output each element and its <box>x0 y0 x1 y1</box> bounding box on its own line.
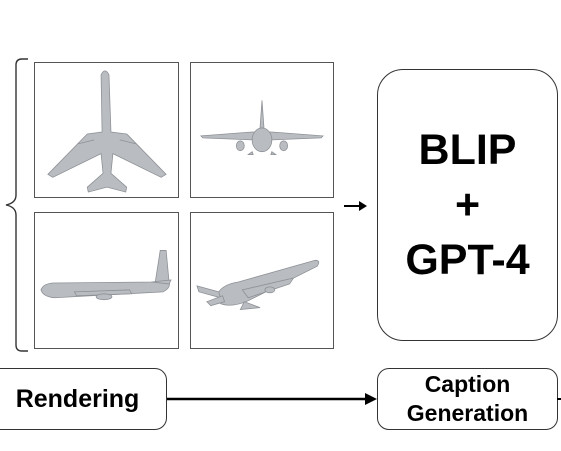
arrow-rendering-to-caption <box>167 393 377 405</box>
stage-rendering: Rendering <box>0 368 167 430</box>
rendered-view-front <box>190 62 334 198</box>
rendered-view-side <box>34 212 179 349</box>
model-box: BLIP + GPT-4 <box>377 69 558 341</box>
airplane-top-view-icon <box>47 70 167 193</box>
airplane-side-view-icon <box>40 250 172 301</box>
arrow-to-model <box>344 201 367 211</box>
airplane-perspective-view-icon <box>196 259 320 311</box>
stage-caption-generation: Caption Generation <box>377 368 558 430</box>
model-line-blip: BLIP <box>418 125 517 174</box>
rendered-view-top <box>34 62 179 198</box>
bottom-divider <box>0 351 561 352</box>
grouping-brace <box>5 58 28 352</box>
stage-rendering-label: Rendering <box>15 384 140 413</box>
arrow-stub-right <box>557 398 561 400</box>
stage-caption-line1: Caption <box>424 371 511 397</box>
rendered-view-perspective <box>190 212 334 349</box>
model-line-gpt4: GPT-4 <box>405 235 530 284</box>
model-line-plus: + <box>454 180 481 229</box>
stage-caption-line2: Generation <box>406 400 529 426</box>
airplane-front-view-icon <box>200 100 324 156</box>
